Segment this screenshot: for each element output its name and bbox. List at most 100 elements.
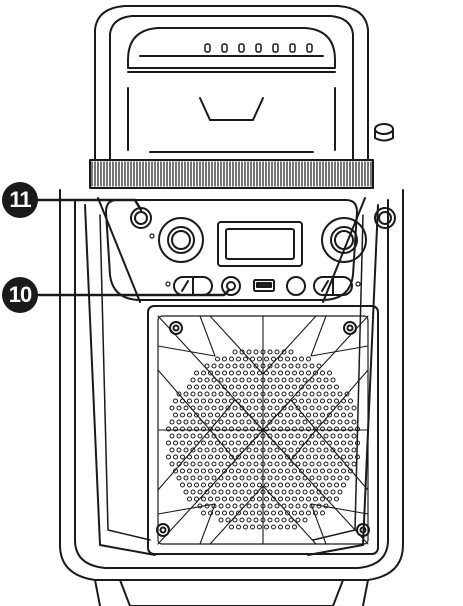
- grille-hole: [218, 405, 224, 411]
- grille-hole: [204, 461, 210, 467]
- grille-hole: [166, 454, 171, 460]
- grille-hole: [253, 349, 259, 355]
- grille-hole: [295, 447, 301, 453]
- grille-hole: [309, 363, 315, 369]
- grille-hole: [229, 384, 234, 390]
- grille-hole: [309, 377, 315, 383]
- grille-hole: [285, 412, 290, 418]
- grille-hole: [218, 489, 224, 495]
- grille-hole: [225, 503, 231, 509]
- grille-hole: [306, 510, 311, 516]
- grille-hole: [218, 419, 224, 425]
- grille-hole: [176, 475, 182, 481]
- grille-hole: [183, 461, 189, 467]
- grille-hole: [267, 349, 273, 355]
- grille-hole: [215, 454, 220, 460]
- grille-hole: [274, 391, 280, 397]
- grille-hole: [257, 482, 262, 488]
- grille-hole: [197, 433, 203, 439]
- grille-hole: [208, 412, 213, 418]
- grille-hole: [215, 370, 220, 376]
- grille-hole: [190, 489, 196, 495]
- side-grooves: [99, 214, 364, 541]
- grille-hole: [288, 503, 294, 509]
- grille-hole: [323, 433, 329, 439]
- grille-hole: [260, 461, 266, 467]
- grille-hole: [239, 377, 245, 383]
- grille-hole: [183, 447, 189, 453]
- grille-hole: [208, 440, 213, 446]
- grille-hole: [330, 475, 336, 481]
- grille-hole: [344, 475, 350, 481]
- grille-hole: [173, 412, 178, 418]
- grille-hole: [299, 496, 304, 502]
- grille-hole: [267, 503, 273, 509]
- grille-hole: [229, 426, 234, 432]
- grille-hole: [218, 391, 224, 397]
- grille-hole: [344, 433, 350, 439]
- grille-hole: [250, 356, 255, 362]
- grille-hole: [327, 454, 332, 460]
- grille-hole: [180, 468, 185, 474]
- grille-hole: [355, 426, 360, 432]
- grille-hole: [344, 405, 350, 411]
- grille-hole: [348, 426, 353, 432]
- carry-handle: [94, 5, 369, 161]
- grille-hole: [267, 461, 273, 467]
- grille-hole: [201, 412, 206, 418]
- grille-hole: [313, 370, 318, 376]
- grille-hole: [306, 412, 311, 418]
- grille-hole: [243, 454, 248, 460]
- grille-hole: [267, 419, 273, 425]
- grille-hole: [208, 370, 213, 376]
- grille-hole: [218, 447, 224, 453]
- grille-hole: [351, 433, 357, 439]
- grille-hole: [197, 419, 203, 425]
- grille-hole: [222, 440, 227, 446]
- grille-hole: [313, 384, 318, 390]
- grille-hole: [232, 503, 238, 509]
- round-button: [286, 276, 306, 296]
- grille-hole: [225, 433, 231, 439]
- grille-hole: [278, 524, 283, 530]
- grille-hole: [295, 419, 301, 425]
- grille-hole: [264, 440, 269, 446]
- grille-hole: [187, 482, 192, 488]
- grille-hole: [288, 447, 294, 453]
- grille-hole: [288, 461, 294, 467]
- grille-hole: [208, 384, 213, 390]
- grille-hole: [292, 398, 297, 404]
- grille-hole: [236, 398, 241, 404]
- grille-hole: [201, 398, 206, 404]
- grille-hole: [187, 468, 192, 474]
- grille-hole: [302, 419, 308, 425]
- grille-hole: [176, 405, 182, 411]
- grille-hole: [225, 419, 231, 425]
- grille-hole: [232, 405, 238, 411]
- left-rocker-switch: [165, 276, 213, 296]
- grille-hole: [187, 454, 192, 460]
- grille-hole: [348, 412, 353, 418]
- grille-hole: [257, 440, 262, 446]
- grille-hole: [313, 426, 318, 432]
- grille-hole: [229, 468, 234, 474]
- grille-hole: [267, 391, 273, 397]
- grille-hole: [169, 405, 175, 411]
- grille-hole: [330, 419, 336, 425]
- grille-hole: [173, 398, 178, 404]
- grille-hole: [257, 524, 262, 530]
- grille-hole: [278, 384, 283, 390]
- grille-hole: [239, 405, 245, 411]
- grille-hole: [173, 440, 178, 446]
- grille-hole: [250, 440, 255, 446]
- grille-hole: [299, 440, 304, 446]
- grille-hole: [295, 489, 301, 495]
- grille-hole: [194, 496, 199, 502]
- grille-hole: [225, 517, 231, 523]
- grille-hole: [173, 454, 178, 460]
- grille-hole: [327, 412, 332, 418]
- grille-hole: [271, 356, 276, 362]
- grille-hole: [180, 426, 185, 432]
- grille-hole: [285, 468, 290, 474]
- grille-hole: [236, 426, 241, 432]
